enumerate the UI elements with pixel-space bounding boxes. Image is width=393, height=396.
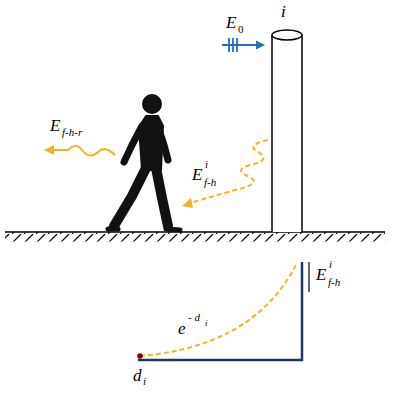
field-subscript: f-h [204,177,216,188]
incident-wave-arrow [222,38,265,52]
exponent-text: - d [188,312,200,323]
field-symbol: E [192,166,202,183]
field-symbol: E [316,266,326,283]
field-superscript: i [205,159,208,170]
distance-symbol: d [133,367,142,384]
pillar-index: i [281,3,286,20]
decay-plot [137,262,309,360]
field-superscript: i [329,259,332,270]
distance-subscript: i [143,376,146,387]
reflected-wave [44,145,115,156]
field-symbol: E [50,117,60,134]
field-subscript: f-h [328,277,340,288]
field-subscript: f-h-r [62,127,82,138]
scattered-wave [182,140,268,208]
field-subscript: 0 [238,24,244,35]
pillar-cylinder [272,30,302,232]
field-symbol: E [226,14,236,31]
ground [5,232,385,242]
human-silhouette [108,94,180,230]
exponential-base: e [178,320,186,337]
exponent-subscript: i [205,319,208,328]
